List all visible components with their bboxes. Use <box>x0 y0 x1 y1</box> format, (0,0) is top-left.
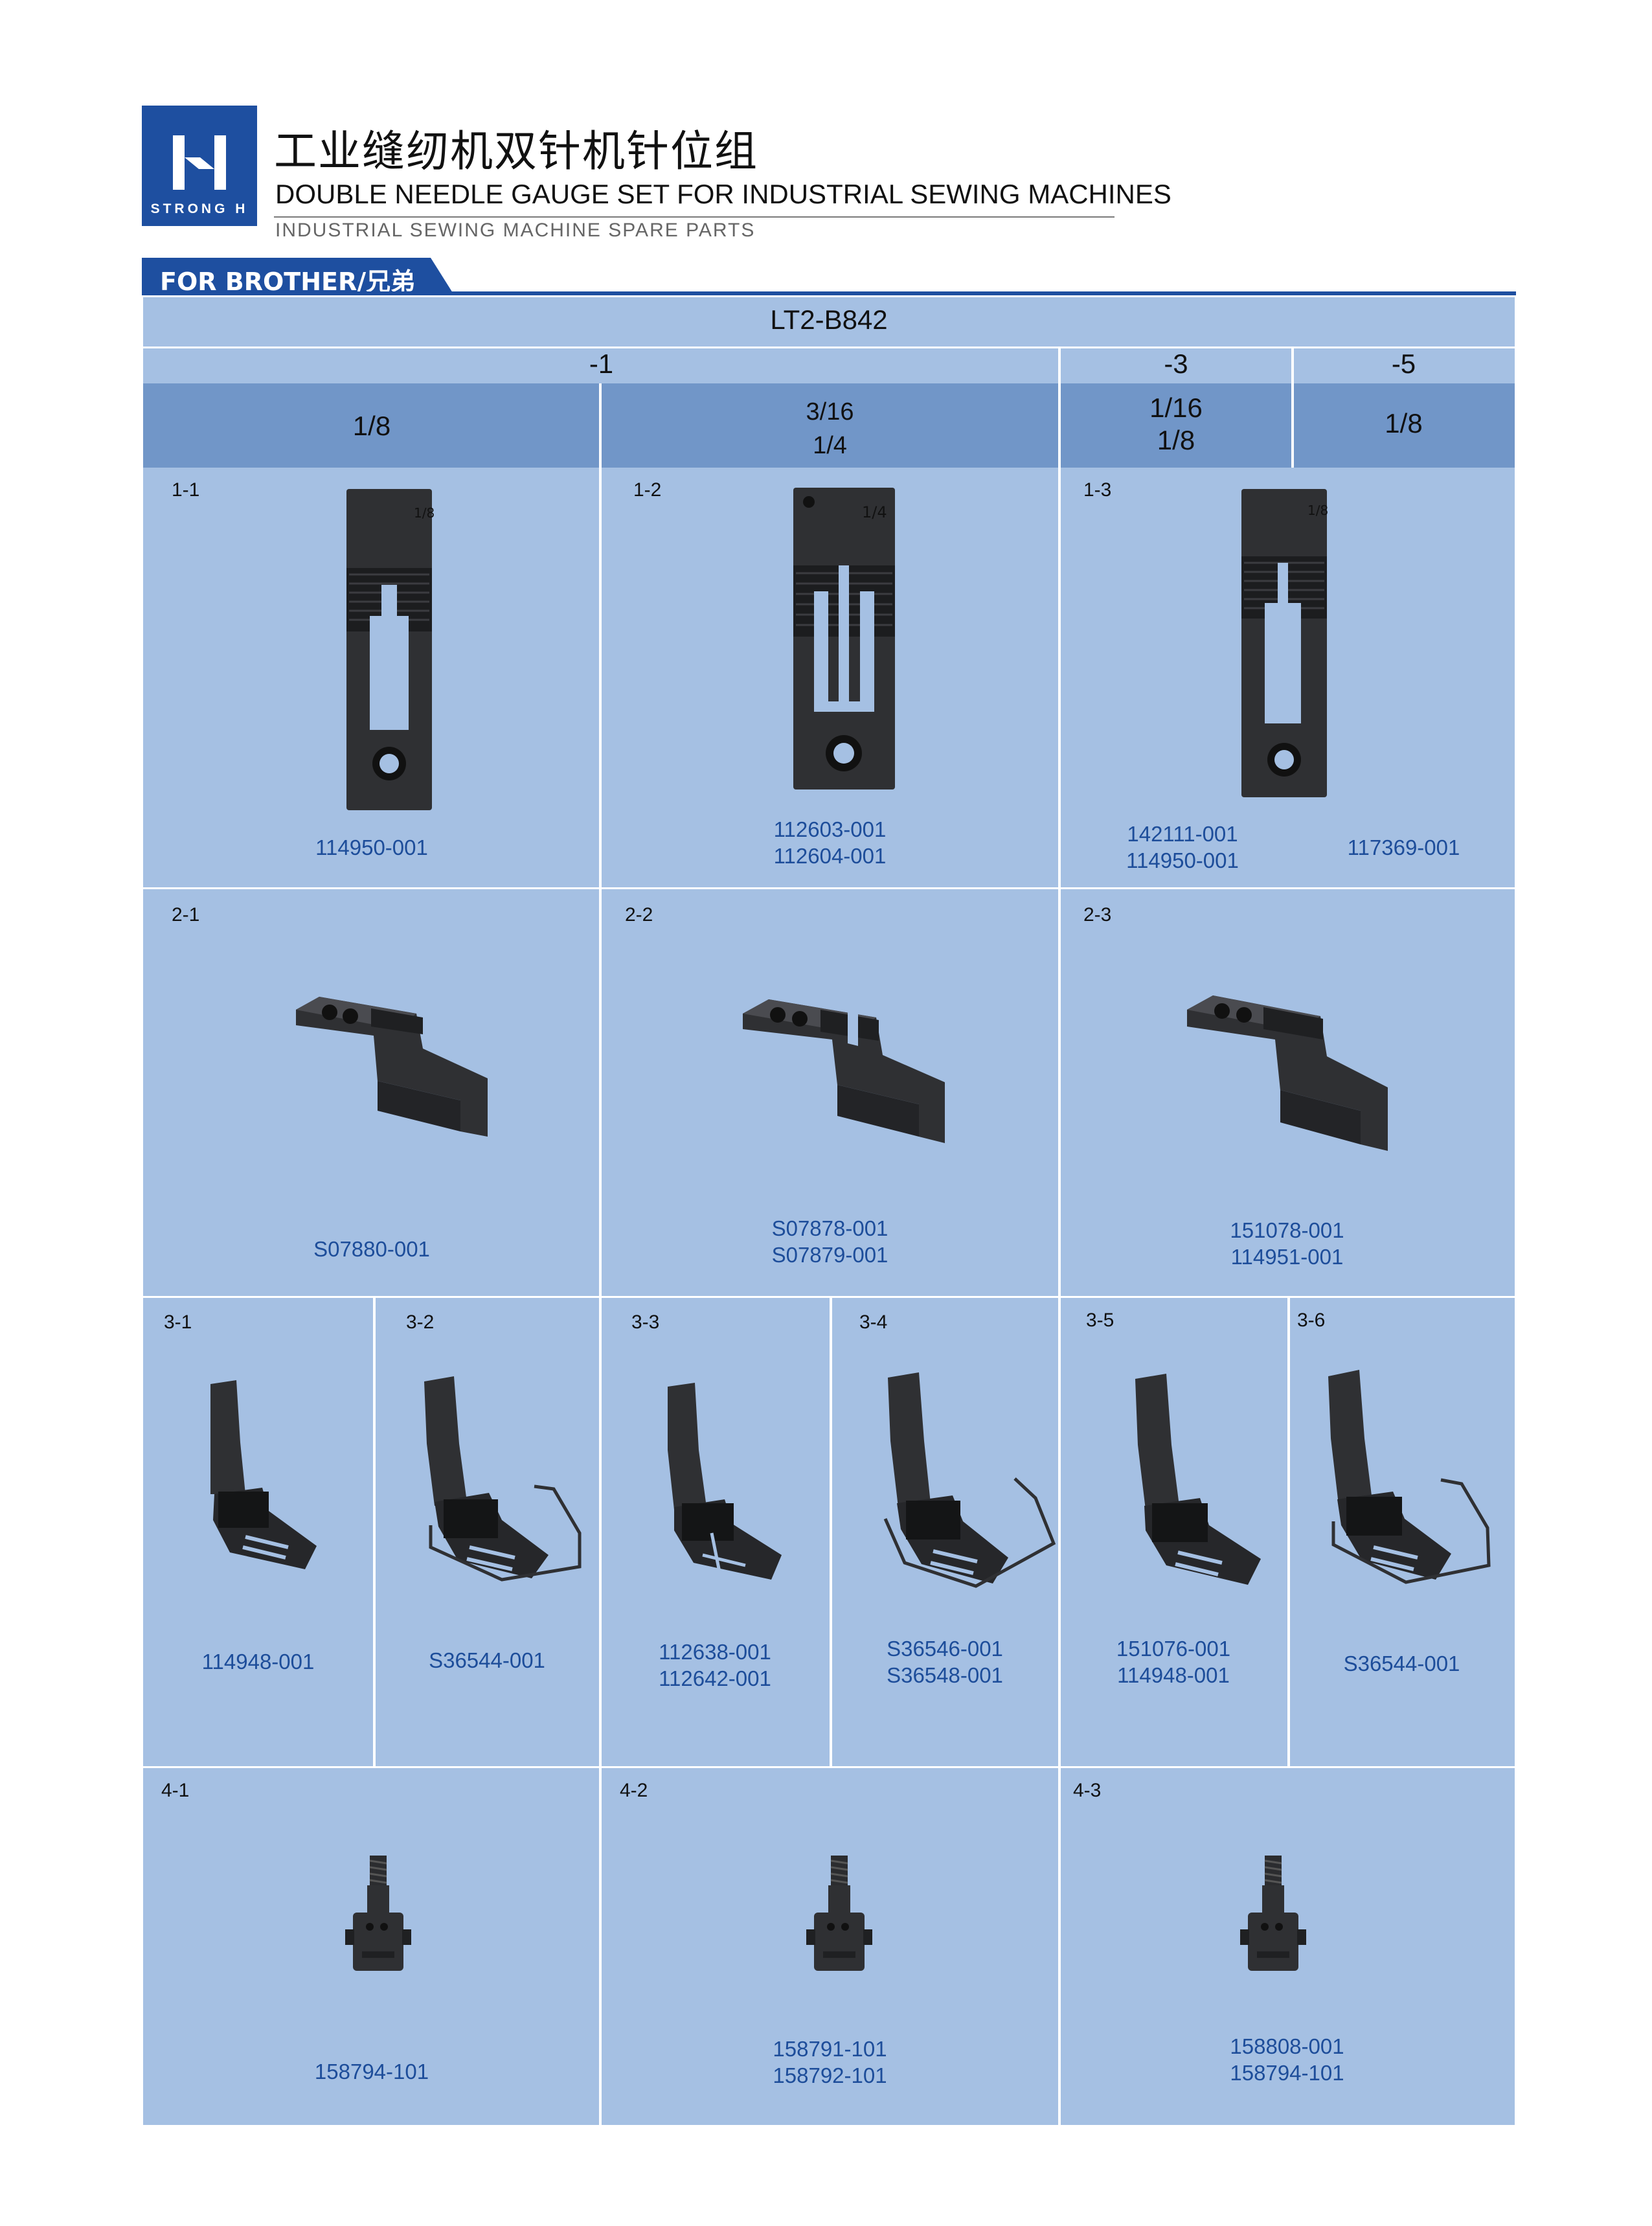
needle-clamp-icon <box>806 1856 872 1971</box>
part-code: 112604-001 <box>773 844 887 869</box>
cell-label: 3-2 <box>406 1312 435 1333</box>
gauge-3a: 1/16 <box>1149 392 1203 423</box>
cell-label: 1-3 <box>1083 479 1112 501</box>
model-heading: LT2-B842 <box>770 304 888 335</box>
cell-label: 3-4 <box>859 1312 888 1333</box>
cell-label: 4-3 <box>1073 1780 1102 1801</box>
needle-clamp-icon <box>345 1856 411 1971</box>
part-code: S36546-001 <box>887 1637 1003 1661</box>
feed-dog-icon <box>296 997 488 1137</box>
cell-label: 3-3 <box>631 1312 660 1333</box>
needle-plate-icon: 1/8 <box>1241 489 1328 797</box>
gauge-band <box>143 383 1515 468</box>
part-code-group: S07878-001 S07879-001 <box>600 1215 1059 1269</box>
strong-h-logo: STRONG H <box>142 106 257 226</box>
part-code-group: 158808-001 158794-101 <box>1059 2033 1515 2087</box>
brand-name: STRONG H <box>150 201 249 216</box>
presser-foot-icon <box>668 1383 782 1580</box>
part-code: 112642-001 <box>659 1666 771 1691</box>
cell-label: 3-6 <box>1297 1310 1326 1331</box>
part-code-group: 112638-001 112642-001 <box>600 1639 830 1692</box>
presser-foot-icon <box>424 1376 582 1582</box>
brand-rule <box>142 291 1516 295</box>
part-code: 158808-001 <box>1230 2034 1344 2058</box>
presser-foot-icon <box>1328 1370 1491 1584</box>
part-code: 112638-001 <box>659 1640 771 1664</box>
svg-text:1/8: 1/8 <box>414 505 435 521</box>
page-subtitle: INDUSTRIAL SEWING MACHINE SPARE PARTS <box>275 220 756 241</box>
needle-plate-icon: 1/4 <box>793 488 895 789</box>
part-code-group: 151078-001 114951-001 <box>1059 1217 1515 1271</box>
part-code: 114948-001 <box>201 1650 315 1674</box>
cell-label: 3-5 <box>1086 1310 1115 1331</box>
group-heading-3: -3 <box>1164 348 1188 379</box>
brand-tab: FOR BROTHER/兄弟 <box>142 258 453 296</box>
gauge-4: 1/8 <box>1385 408 1423 438</box>
part-code: S36548-001 <box>887 1663 1003 1688</box>
feed-dog-icon <box>743 999 945 1143</box>
part-code: 117369-001 <box>1347 835 1460 859</box>
cell-label: 2-3 <box>1083 904 1112 926</box>
part-code: 158794-101 <box>1230 2061 1344 2085</box>
needle-clamp-icon <box>1240 1856 1306 1971</box>
svg-text:1/8: 1/8 <box>1307 503 1328 518</box>
gauge-2b: 1/4 <box>813 432 847 459</box>
presser-foot-icon <box>210 1380 317 1569</box>
part-code: S07880-001 <box>313 1237 430 1261</box>
cell-label: 1-2 <box>633 479 662 501</box>
part-code-group: 158791-101 158792-101 <box>600 2036 1059 2089</box>
cell-label: 4-1 <box>161 1780 190 1801</box>
part-code: 112603-001 <box>773 817 887 841</box>
group-heading-1: -1 <box>589 348 614 379</box>
part-code: S07879-001 <box>771 1243 888 1267</box>
part-code: S07878-001 <box>771 1216 888 1240</box>
part-code: S36544-001 <box>429 1648 545 1672</box>
strong-h-logo-icon <box>173 135 226 190</box>
cell-label: 2-1 <box>172 904 200 926</box>
part-code-group: 151076-001 114948-001 <box>1059 1635 1287 1689</box>
part-code: S36544-001 <box>1343 1652 1460 1675</box>
cell-label: 4-2 <box>620 1780 648 1801</box>
part-code: 114950-001 <box>1126 848 1239 873</box>
needle-plate-icon: 1/8 <box>346 489 435 810</box>
gauge-3b: 1/8 <box>1157 425 1195 455</box>
page-title-cn: 工业缝纫机双针机针位组 <box>274 126 758 176</box>
parts-table: LT2-B842 -1 -3 -5 1/8 3/16 1/4 1/16 1/8 … <box>143 297 1515 2125</box>
part-code-group: S36546-001 S36548-001 <box>831 1635 1059 1689</box>
part-code: 142111-001 <box>1127 822 1238 846</box>
part-code: 114950-001 <box>315 835 428 859</box>
group-heading-5: -5 <box>1391 348 1416 379</box>
svg-text:1/4: 1/4 <box>862 503 887 521</box>
cell-label: 1-1 <box>172 479 200 501</box>
part-code: 151078-001 <box>1230 1218 1344 1242</box>
gauge-1: 1/8 <box>352 411 391 441</box>
part-code-group: 142111-001 114950-001 <box>1076 821 1289 874</box>
presser-foot-icon <box>1135 1374 1261 1585</box>
cell-label: 3-1 <box>164 1312 192 1333</box>
part-code-group: 112603-001 112604-001 <box>600 816 1059 870</box>
presser-foot-icon <box>883 1372 1056 1588</box>
title-divider <box>274 216 1115 218</box>
part-code: 158791-101 <box>773 2037 887 2061</box>
gauge-2a: 3/16 <box>806 398 854 426</box>
cell-label: 2-2 <box>625 904 653 926</box>
brand-tab-shape <box>142 258 453 293</box>
part-code: 114951-001 <box>1230 1245 1344 1269</box>
page-title-en: DOUBLE NEEDLE GAUGE SET FOR INDUSTRIAL S… <box>275 179 1171 209</box>
part-code: 114948-001 <box>1117 1663 1230 1688</box>
part-code: 151076-001 <box>1116 1637 1231 1661</box>
part-code: 158794-101 <box>314 2060 429 2084</box>
part-code: 158792-101 <box>773 2063 887 2088</box>
brand-tab-label: FOR BROTHER/兄弟 <box>160 267 416 296</box>
feed-dog-icon <box>1187 995 1388 1151</box>
